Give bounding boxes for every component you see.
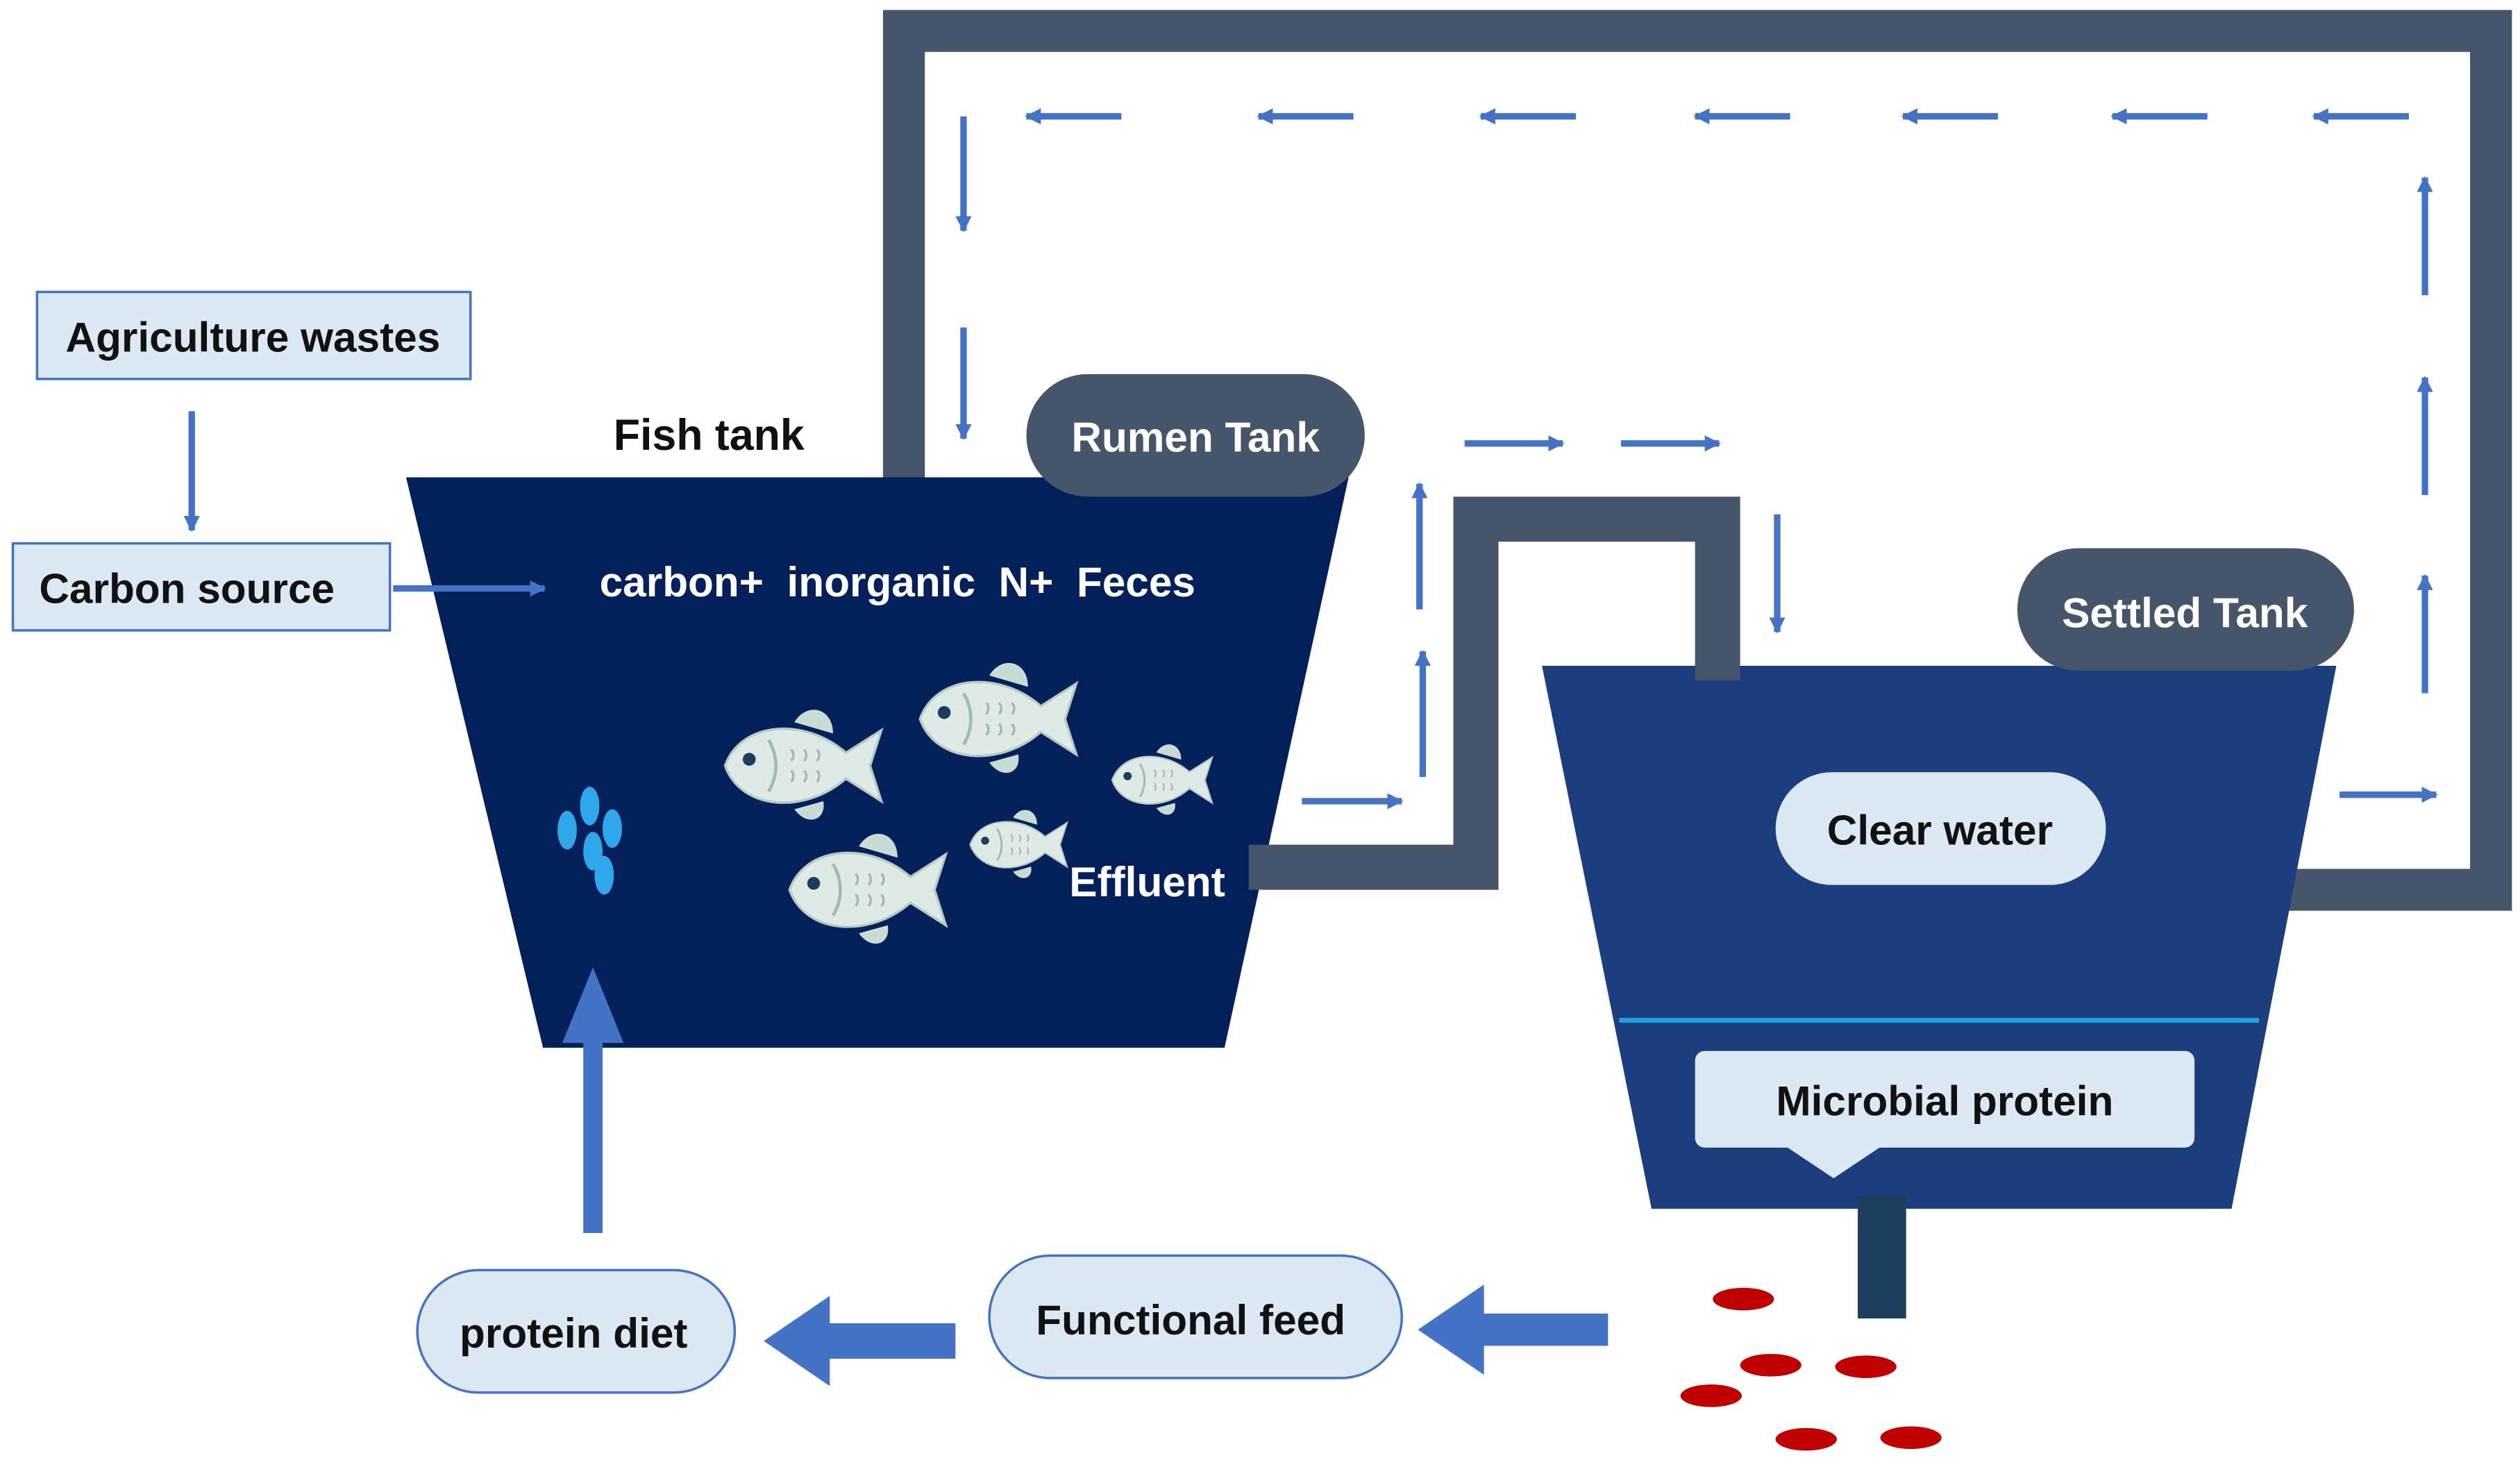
microbial-protein-callout: [1695, 1050, 2195, 1179]
settled-tank-label: Settled Tank: [2062, 589, 2308, 636]
settled-tank-pill: [2017, 548, 2354, 671]
arrow-to-protein-diet: [764, 1296, 956, 1386]
tank-contents-label: carbon+ inorganic N+ Feces: [600, 558, 1195, 605]
rumen-tank-pill: [1026, 374, 1365, 497]
agriculture-wastes-label: Agriculture wastes: [66, 313, 441, 360]
functional-feed-label: Functional feed: [1036, 1296, 1345, 1343]
fish-tank: [405, 477, 1349, 1048]
flow-arrows-effluent: [1302, 435, 2438, 810]
outlet-pipe: [1858, 1196, 1906, 1319]
feed-pellet-icon: [1680, 1287, 1942, 1451]
carbon-source-label: Carbon source: [39, 565, 335, 612]
agriculture-wastes-box: [35, 290, 472, 380]
carbon-source-box: [11, 542, 392, 632]
arrow-to-fish-tank: [562, 967, 624, 1234]
effluent-pipe: [1248, 496, 1740, 890]
bubble-icon: [557, 787, 622, 895]
functional-feed-pill: [988, 1254, 1403, 1380]
rumen-tank-label: Rumen Tank: [1071, 413, 1320, 460]
return-pipe: [882, 10, 2512, 911]
protein-diet-label: protein diet: [460, 1309, 687, 1357]
clear-water-label: Clear water: [1827, 807, 2053, 854]
fish-tank-title: Fish tank: [614, 411, 805, 460]
microbial-protein-label: Microbial protein: [1776, 1078, 2113, 1125]
arrow-to-functional-feed: [1418, 1284, 1608, 1375]
clear-water-pill: [1775, 772, 2106, 885]
effluent-label: Effluent: [1069, 858, 1225, 905]
protein-diet-pill: [416, 1268, 737, 1394]
input-arrows: [183, 411, 546, 597]
